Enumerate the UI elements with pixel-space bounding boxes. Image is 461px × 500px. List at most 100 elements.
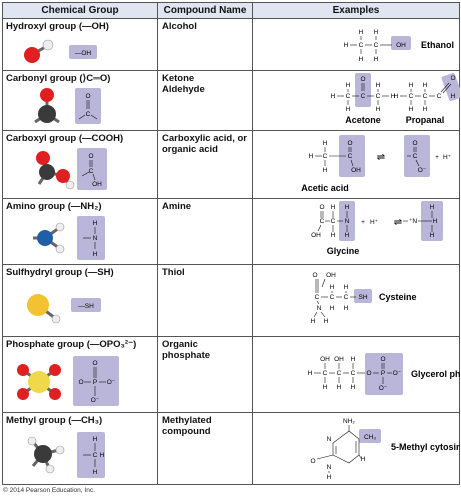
formula-highlight (75, 88, 101, 124)
example-name: Glycerol phosphate (411, 369, 460, 379)
svg-text:H: H (344, 305, 349, 312)
svg-text:H: H (374, 29, 379, 36)
svg-text:H: H (327, 474, 332, 481)
svg-text:SH: SH (358, 294, 367, 301)
svg-text:O: O (450, 75, 455, 82)
compound-name: Alcohol (162, 21, 197, 32)
svg-text:O: O (310, 458, 315, 465)
svg-text:H: H (376, 82, 381, 89)
functional-groups-table: Chemical Group Compound Name Examples Hy… (2, 2, 460, 485)
svg-text:H: H (330, 284, 335, 291)
hydrogen-atom-icon (45, 464, 55, 474)
compound-name: Carboxylic acid, or organic acid (162, 133, 248, 155)
group-name: Carbonyl group (⟩C═O) (6, 73, 111, 84)
svg-text:OH: OH (320, 356, 330, 363)
svg-text:H: H (359, 56, 364, 63)
example-name: Acetone (345, 115, 381, 125)
svg-text:C: C (361, 93, 366, 100)
svg-text:H: H (394, 93, 399, 100)
example-structure: NH₂ CH₃ N O NH H (310, 418, 460, 481)
svg-text:O: O (319, 204, 324, 211)
svg-text:P: P (93, 379, 97, 386)
svg-text:C: C (351, 370, 356, 377)
svg-text:C: C (348, 153, 353, 160)
svg-text:H: H (331, 93, 336, 100)
carbon-atom-icon (34, 445, 52, 463)
svg-text:H: H (308, 370, 313, 377)
group-model: O P O O⁻ O⁻ (17, 356, 119, 406)
svg-text:H: H (345, 232, 350, 239)
svg-text:C: C (423, 93, 428, 100)
row-carbonyl: Carbonyl group (⟩C═O) O C Ketone Al (2, 70, 460, 131)
svg-text:H: H (323, 140, 328, 147)
row-amino: Amino group (—NH₂) H N H Am (2, 198, 460, 265)
svg-text:O: O (85, 93, 90, 100)
svg-text:O: O (360, 76, 365, 83)
compound-name: Thiol (162, 267, 185, 278)
svg-text:C: C (323, 153, 328, 160)
row-carboxyl: Carboxyl group (—COOH) O C OH (2, 130, 460, 199)
row-methyl: Methyl group (—CH₃) H C H H (2, 412, 460, 485)
svg-text:H: H (409, 106, 414, 113)
svg-text:N: N (327, 436, 332, 443)
svg-text:C: C (93, 452, 98, 459)
svg-text:⇌: ⇌ (377, 152, 385, 163)
svg-text:C: C (376, 93, 381, 100)
svg-text:C: C (323, 370, 328, 377)
hydrogen-atom-icon (42, 39, 54, 51)
svg-text:OH: OH (311, 232, 321, 239)
svg-text:C: C (359, 42, 364, 49)
svg-text:O: O (347, 140, 352, 147)
group-name: Phosphate group (—OPO₃²⁻) (6, 339, 137, 350)
svg-text:O⁻: O⁻ (393, 370, 402, 377)
oxygen-atom-icon (17, 388, 29, 400)
compound-name: Methylated compound (162, 415, 212, 437)
svg-text:O: O (312, 272, 317, 279)
svg-text:H: H (330, 305, 335, 312)
svg-text:H: H (344, 42, 349, 49)
formula-highlight (69, 45, 97, 59)
svg-text:H: H (323, 384, 328, 391)
svg-text:H: H (309, 153, 314, 160)
svg-text:O: O (412, 140, 417, 147)
svg-text:H: H (351, 356, 356, 363)
svg-text:H: H (311, 318, 316, 325)
svg-text:H: H (359, 29, 364, 36)
svg-text:H: H (324, 318, 329, 325)
svg-text:H: H (93, 469, 98, 476)
compound-name: Organic phosphate (162, 339, 211, 361)
svg-text:H: H (323, 167, 328, 174)
oxygen-atom-icon (17, 364, 29, 376)
svg-text:C: C (346, 93, 351, 100)
formula-highlight (77, 148, 107, 190)
row-phosphate: Phosphate group (—OPO₃²⁻) O P O O⁻ (2, 336, 460, 413)
hydrogen-atom-icon (65, 180, 75, 190)
oxygen-atom-icon (40, 88, 54, 102)
svg-text:H: H (93, 436, 98, 443)
svg-text:H: H (451, 93, 456, 100)
hydrogen-atom-icon (27, 436, 37, 446)
formula-highlight (71, 298, 101, 312)
svg-text:⇌: ⇌ (394, 217, 402, 228)
nitrogen-atom-icon (37, 230, 53, 246)
svg-text:O: O (78, 379, 83, 386)
group-name: Carboxyl group (—COOH) (6, 133, 124, 144)
svg-text:H: H (433, 218, 438, 225)
svg-text:H: H (374, 56, 379, 63)
svg-text:H: H (391, 93, 396, 100)
group-name: Amino group (—NH₂) (6, 201, 102, 212)
sulfur-atom-icon (27, 294, 49, 316)
svg-text:C: C (331, 218, 336, 225)
svg-text:OH: OH (92, 181, 102, 188)
svg-text:C: C (413, 153, 418, 160)
svg-text:C: C (437, 93, 442, 100)
group-name: Sulfhydryl group (—SH) (6, 267, 114, 278)
hydrogen-atom-icon (55, 222, 65, 232)
